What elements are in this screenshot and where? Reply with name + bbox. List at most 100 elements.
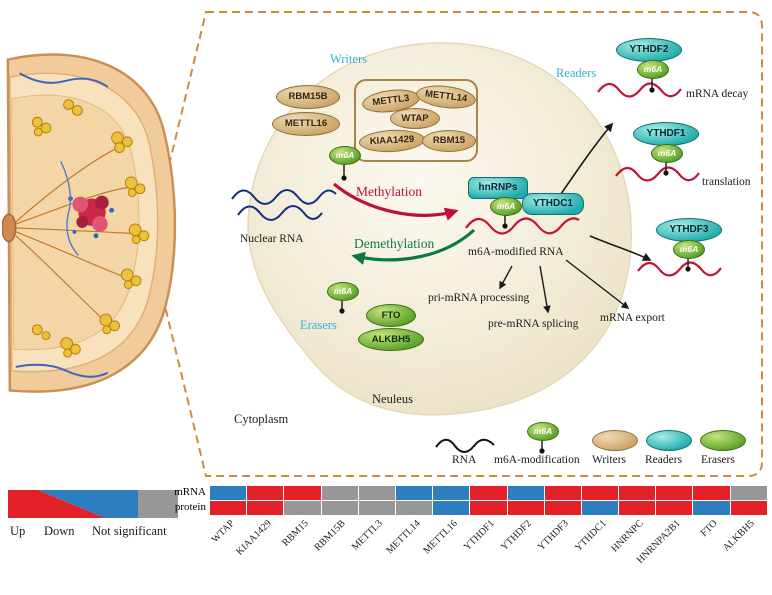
ythdf1-rna-wave xyxy=(615,166,700,182)
m6a-mark-erasers: m6A xyxy=(327,282,359,301)
m6a-dots xyxy=(339,87,691,454)
demethylation-label: Demethylation xyxy=(354,236,435,251)
heatmap-cell-METTL3-protein xyxy=(358,501,395,515)
callout-dashed-border xyxy=(148,11,763,477)
nucleus-shape xyxy=(247,42,632,416)
heatmap-cell-HNRNPA2B1-mRNA xyxy=(656,486,693,500)
heatmap-column-label-FTO: FTO xyxy=(698,518,720,540)
scale-up-wedge xyxy=(8,490,105,518)
translation-label: translation xyxy=(702,176,751,188)
legend-erasers-label: Erasers xyxy=(701,454,735,466)
heatmap-cell-METTL16-mRNA xyxy=(433,486,470,500)
heatmap-grid xyxy=(210,486,768,516)
mrna-export-label: mRNA export xyxy=(600,312,665,324)
heatmap-column-label-RBM15: RBM15 xyxy=(280,518,311,549)
protein-rbm15b: RBM15B xyxy=(276,85,340,109)
demethylation-arrow xyxy=(351,228,476,265)
m6a-mark-ythdf2: m6A xyxy=(637,60,669,79)
ythdf3-rna-wave xyxy=(637,261,722,277)
methylation-label: Methylation xyxy=(356,184,422,199)
heatmap-cell-RBM15B-protein xyxy=(321,501,358,515)
heatmap-cell-METTL14-protein xyxy=(395,501,433,515)
nipple xyxy=(2,213,17,243)
protein-kiaa1429: KIAA1429 xyxy=(358,128,426,154)
heatmap-cell-HNRNPA2B1-protein xyxy=(656,501,693,515)
protein-rbm15: RBM15 xyxy=(422,130,476,152)
heatmap-row-mRNA xyxy=(210,486,768,500)
protein-mettl14: METTL14 xyxy=(414,82,478,112)
heatmap-column-label-YTHDF2: YTHDF2 xyxy=(499,518,534,553)
heatmap-column-label-ALKBH5: ALKBH5 xyxy=(721,518,758,554)
heatmap-cell-HNRNPC-mRNA xyxy=(619,486,656,500)
nuclear-rna-wave xyxy=(231,189,337,221)
heatmap-column-label-YTHDF1: YTHDF1 xyxy=(461,518,497,553)
heatmap-column-label-METTL14: METTL14 xyxy=(383,518,423,557)
protein-wtap: WTAP xyxy=(390,108,440,129)
nuclear-rna-label: Nuclear RNA xyxy=(240,233,304,245)
expression-scale-legend xyxy=(8,490,178,518)
heatmap-cell-ALKBH5-protein xyxy=(730,501,767,515)
heatmap-column-label-YTHDF3: YTHDF3 xyxy=(536,518,572,553)
heatmap-cell-YTHDF3-protein xyxy=(544,501,581,515)
scale-up-label: Up xyxy=(10,524,26,538)
scale-down-label: Down xyxy=(44,524,75,538)
heatmap-cell-KIAA1429-protein xyxy=(247,501,284,515)
blood-vessels xyxy=(15,72,109,378)
pri-mrna-processing-label: pri-mRNA processing xyxy=(428,292,530,304)
protein-ythdf3: YTHDF3 xyxy=(656,218,722,242)
arrow-to-ythdf3 xyxy=(589,235,652,261)
protein-mettl16: METTL16 xyxy=(272,112,340,136)
legend-rna-label: RNA xyxy=(452,454,477,466)
heatmap-cell-RBM15B-mRNA xyxy=(321,486,358,500)
arrow-mrna-export xyxy=(565,259,630,309)
protein-alkbh5: ALKBH5 xyxy=(358,328,424,351)
heatmap-cell-KIAA1429-mRNA xyxy=(247,486,284,500)
heatmap-cell-YTHDF3-mRNA xyxy=(544,486,581,500)
m6a-mark-ythdf1: m6A xyxy=(651,144,683,163)
heatmap-cell-WTAP-mRNA xyxy=(210,486,247,500)
heatmap-cell-YTHDF1-mRNA xyxy=(470,486,507,500)
arrow-pri-mrna xyxy=(499,265,513,290)
arrow-pre-mrna xyxy=(539,265,551,314)
mrna-decay-label: mRNA decay xyxy=(686,88,749,100)
heatmap-cell-WTAP-protein xyxy=(210,501,247,515)
heatmap-cell-HNRNPC-protein xyxy=(619,501,656,515)
heatmap-cell-FTO-mRNA xyxy=(693,486,730,500)
erasers-label: Erasers xyxy=(300,318,337,332)
m6a-mark-legend: m6A xyxy=(527,422,559,441)
m6a-modified-rna-label: m6A-modified RNA xyxy=(468,246,564,258)
heatmap-cell-YTHDF1-protein xyxy=(470,501,507,515)
heatmap-column-label-METTL3: METTL3 xyxy=(350,518,386,553)
diagram-canvas xyxy=(148,11,763,477)
legend-rna-wave xyxy=(435,438,495,453)
heatmap-cell-METTL16-protein xyxy=(433,501,470,515)
protein-ythdf1: YTHDF1 xyxy=(633,122,699,146)
breast-tissue-layer xyxy=(11,94,140,351)
m6a-mark-modified-rna: m6A xyxy=(490,197,522,216)
writers-label: Writers xyxy=(330,52,367,66)
m6a-mark-writers: m6A xyxy=(329,146,361,165)
heatmap-column-label-RBM15B: RBM15B xyxy=(312,518,348,554)
heatmap-column-label-YTHDC1: YTHDC1 xyxy=(572,518,609,554)
legend-m6a-modification-label: m6A-modification xyxy=(494,454,580,466)
legend-writers-swatch xyxy=(592,430,638,451)
heatmap-cell-YTHDF2-protein xyxy=(507,501,544,515)
heatmap-row-label-protein: protein xyxy=(174,501,206,513)
protein-ythdc1: YTHDC1 xyxy=(522,193,584,215)
heatmap-column-label-HNRNPA2B1: HNRNPA2B1 xyxy=(634,518,683,566)
nucleus-label: Neuleus xyxy=(372,392,413,406)
heatmap-cell-FTO-protein xyxy=(693,501,730,515)
heatmap-cell-YTHDC1-protein xyxy=(581,501,619,515)
protein-ythdf2: YTHDF2 xyxy=(616,38,682,62)
m6a-modified-rna-wave xyxy=(465,217,580,235)
heatmap-cell-RBM15-mRNA xyxy=(284,486,321,500)
heatmap-cell-YTHDF2-mRNA xyxy=(507,486,544,500)
methylation-arrow xyxy=(332,182,459,221)
writer-complex-box: METTL3 METTL14 WTAP KIAA1429 RBM15 xyxy=(354,79,478,162)
ythdf2-rna-wave xyxy=(597,82,682,98)
legend-readers-label: Readers xyxy=(645,454,683,466)
scale-ns-block xyxy=(138,490,178,518)
heatmap-column-label-METTL16: METTL16 xyxy=(421,518,460,557)
heatmap-cell-METTL14-mRNA xyxy=(395,486,433,500)
